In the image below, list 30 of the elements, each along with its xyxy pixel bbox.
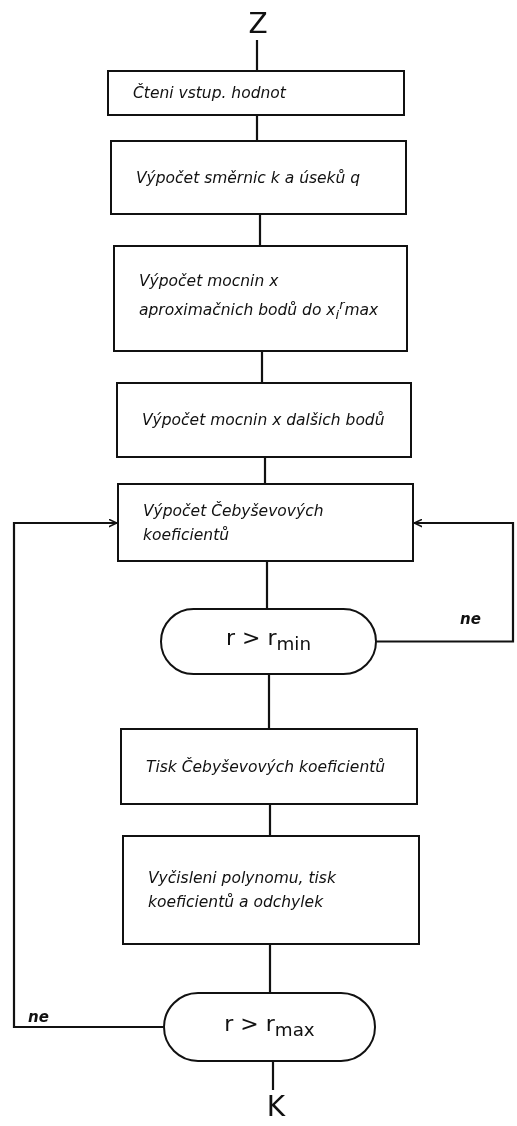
condition-text: r > r$_{min}$ xyxy=(225,626,312,657)
step-text: Výpočet směrnic k a úseků q xyxy=(136,167,361,189)
terminal-label: Z xyxy=(248,9,268,39)
connector-line xyxy=(265,562,269,608)
process-box xyxy=(120,728,418,805)
process-box xyxy=(122,835,420,945)
connector-line xyxy=(255,116,259,140)
process-box xyxy=(113,245,408,352)
connector-line xyxy=(255,40,259,70)
connector-line xyxy=(271,1062,275,1090)
step-text: Čteni vstup. hodnot xyxy=(133,82,286,104)
step-text: Vyčisleni polynomu, tisk koeficientů a odchylek xyxy=(148,868,337,913)
arrow xyxy=(12,518,163,1029)
process-box xyxy=(117,483,414,562)
step-text: Výpočet mocnin x dalšich bodů xyxy=(142,410,385,431)
condition-text: r > r$_{max}$ xyxy=(224,1011,315,1043)
arrow xyxy=(377,518,515,643)
step-text: Výpočet mocnin x aproximačnich bodů do x$_{i}$$^{r}$max xyxy=(139,271,380,325)
connector-line xyxy=(267,675,271,728)
connector-line xyxy=(263,458,267,483)
connector-line xyxy=(268,945,272,992)
connector-line xyxy=(268,805,272,835)
connector-line xyxy=(260,352,264,382)
terminal-label: K xyxy=(266,1092,286,1122)
step-text: Tisk Čebyševových koeficientů xyxy=(146,756,386,778)
process-box xyxy=(116,382,412,458)
connector-line xyxy=(258,215,262,245)
process-box xyxy=(107,70,405,116)
process-box xyxy=(110,140,407,215)
step-text: Výpočet Čebyševových koeficientů xyxy=(143,500,325,546)
